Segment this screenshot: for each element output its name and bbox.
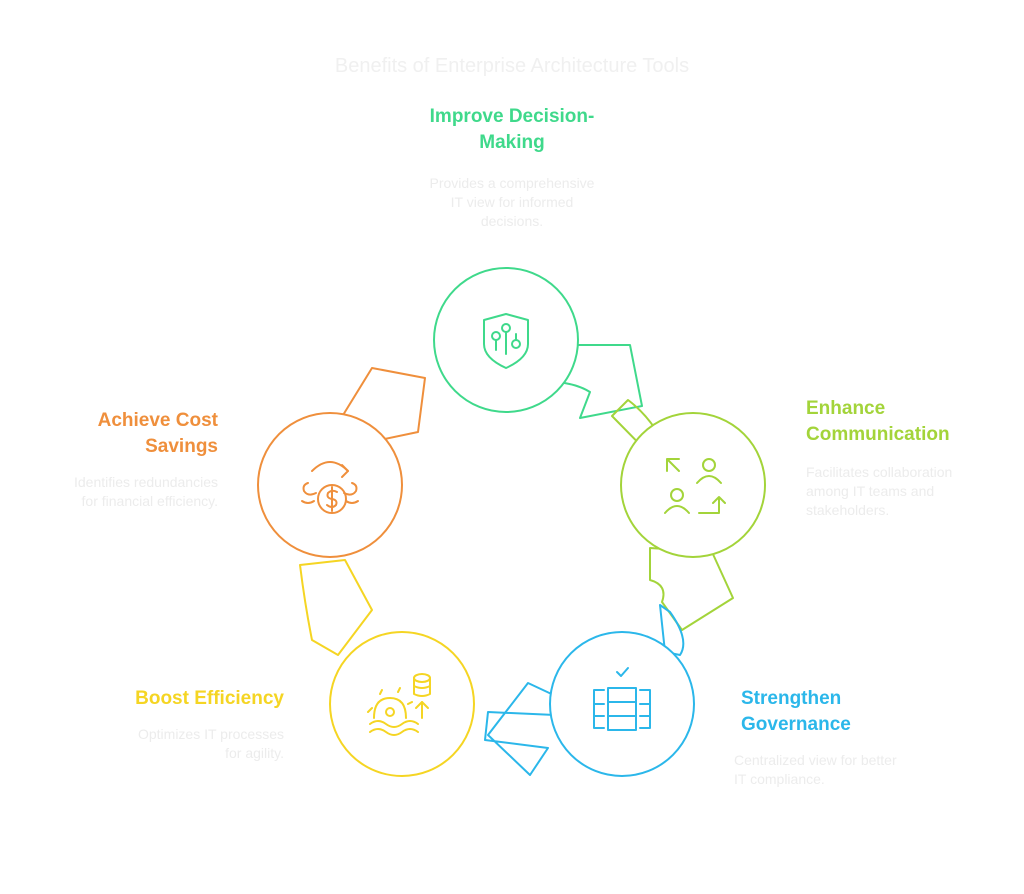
desc-communication-line-3: stakeholders.: [806, 502, 890, 518]
connector-communication-to-governance: [649, 547, 734, 631]
desc-decision: Provides a comprehensive IT view for inf…: [392, 174, 632, 231]
desc-governance-line-1: Centralized view for better: [734, 752, 897, 768]
heading-governance: Strengthen Governance: [741, 686, 981, 738]
desc-governance-line-2: IT compliance.: [734, 771, 825, 787]
heading-communication-line-2: Communication: [806, 424, 950, 445]
heading-governance-line-2: Governance: [741, 714, 851, 735]
desc-efficiency: Optimizes IT processes for agility.: [40, 725, 284, 763]
gear-database-icon: [367, 673, 431, 736]
connector-governance-arc-shape: [659, 604, 685, 656]
heading-cost-line-1: Achieve Cost: [97, 410, 218, 431]
connector-governance-to-efficiency: [484, 682, 576, 776]
heading-cost: Achieve Cost Savings: [20, 408, 218, 460]
circle-communication: [620, 412, 766, 558]
connector-communication-to-governance-shape: [649, 547, 734, 631]
heading-decision-line-2: Making: [479, 132, 545, 153]
desc-decision-line-3: decisions.: [480, 213, 544, 229]
diagram-title: Benefits of Enterprise Architecture Tool…: [334, 55, 690, 77]
connector-efficiency-to-cost: [299, 559, 373, 656]
desc-efficiency-line-2: for agility.: [225, 745, 284, 761]
coin-cycle-icon: [301, 461, 359, 514]
desc-efficiency-line-1: Optimizes IT processes: [137, 726, 284, 742]
desc-communication-line-2: among IT teams and: [806, 483, 935, 499]
heading-governance-line-1: Strengthen: [741, 688, 842, 709]
desc-communication: Facilitates collaboration among IT teams…: [806, 463, 1016, 520]
desc-decision-line-2: IT view for informed: [450, 194, 574, 210]
connector-efficiency-to-cost-shape: [299, 559, 373, 656]
connector-governance-to-efficiency-shape: [484, 682, 576, 776]
desc-cost-line-1: Identifies redundancies: [74, 474, 218, 490]
shield-network-icon: [483, 313, 529, 369]
heading-communication-line-1: Enhance: [806, 398, 886, 419]
desc-decision-line-1: Provides a comprehensive: [429, 175, 595, 191]
heading-efficiency: Boost Efficiency: [40, 686, 284, 712]
heading-cost-line-2: Savings: [145, 436, 218, 457]
desc-governance: Centralized view for better IT complianc…: [734, 751, 974, 789]
connector-governance-arc: [659, 604, 685, 656]
heading-decision-line-1: Improve Decision-: [429, 106, 595, 127]
desc-cost: Identifies redundancies for financial ef…: [20, 473, 218, 511]
heading-communication: Enhance Communication: [806, 396, 1016, 448]
desc-communication-line-1: Facilitates collaboration: [806, 464, 953, 480]
server-check-icon: [593, 667, 651, 731]
heading-efficiency-line-1: Boost Efficiency: [135, 688, 284, 709]
user-exchange-icon: [664, 458, 726, 514]
circle-governance: [549, 631, 695, 777]
heading-decision: Improve Decision- Making: [380, 104, 644, 156]
desc-cost-line-2: for financial efficiency.: [81, 493, 218, 509]
